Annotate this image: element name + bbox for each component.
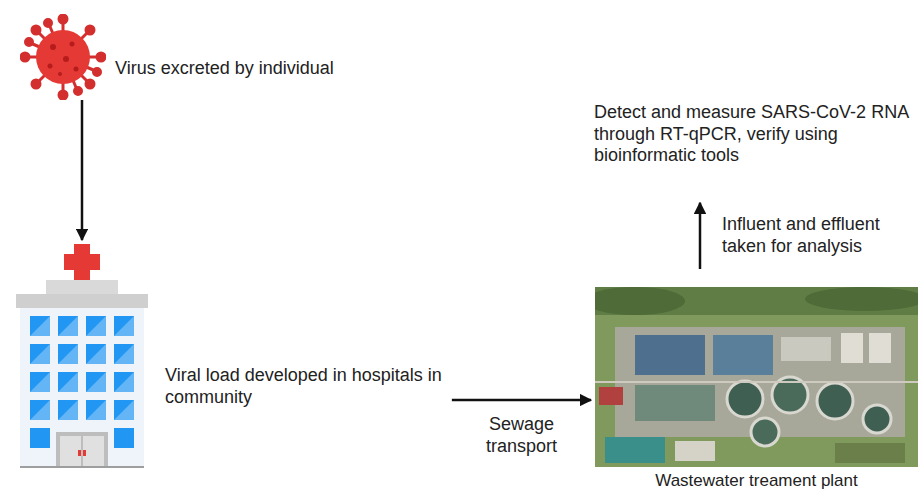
analysis-node: Detect and measure SARS-CoV-2 RNA throug… bbox=[594, 102, 918, 167]
hospital-icon bbox=[12, 240, 152, 468]
virus-node: Virus excreted by individual bbox=[20, 12, 338, 100]
virus-icon bbox=[20, 14, 106, 100]
node-text: Wastewater treament plant bbox=[595, 472, 918, 491]
node-text: Virus excreted by individual bbox=[115, 58, 445, 80]
plant-photo bbox=[595, 287, 918, 467]
edge-label: Sewage transport bbox=[475, 414, 567, 457]
edge-label: Influent and effluent taken for analysis bbox=[722, 214, 922, 257]
flow-arrow bbox=[699, 203, 702, 269]
flow-arrow bbox=[452, 399, 591, 402]
hospital-node: Viral load developed in hospitals in com… bbox=[12, 240, 446, 468]
node-text: Viral load developed in hospitals in com… bbox=[165, 365, 470, 408]
plant-node: Wastewater treament plant bbox=[595, 287, 918, 491]
flow-arrow bbox=[81, 100, 84, 240]
node-text: Detect and measure SARS-CoV-2 RNA throug… bbox=[594, 102, 918, 167]
